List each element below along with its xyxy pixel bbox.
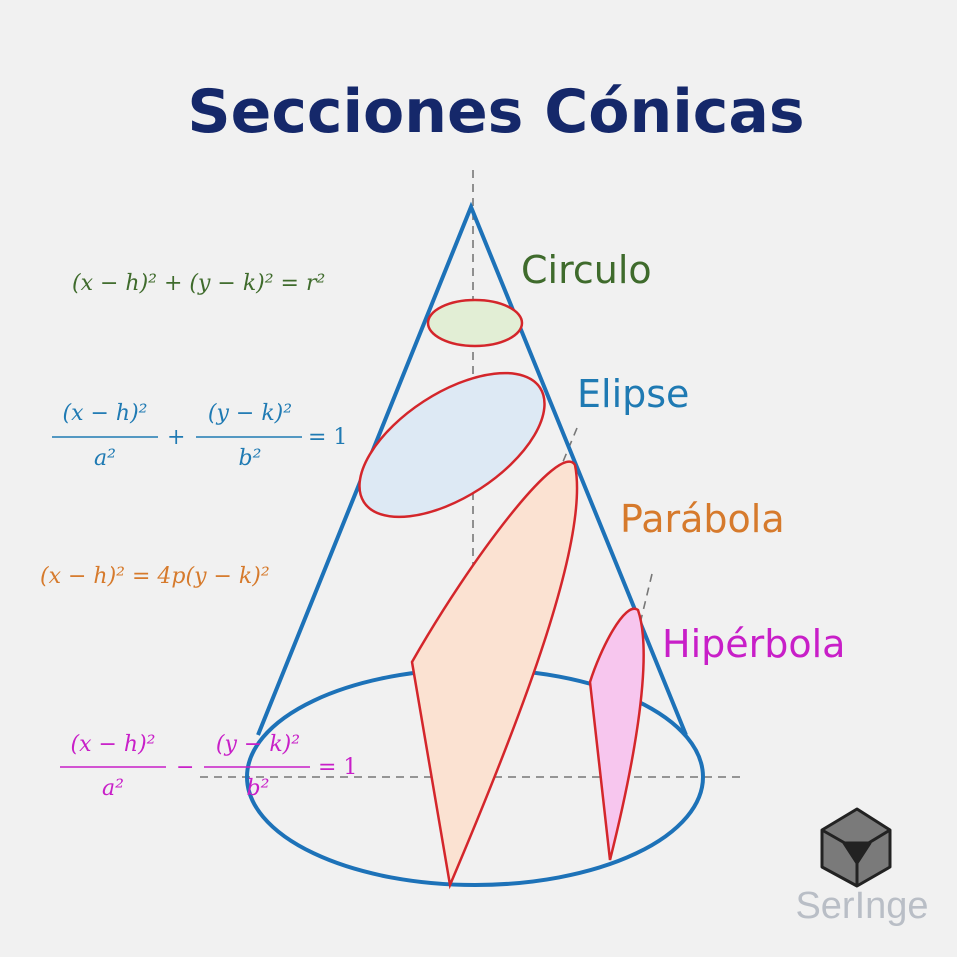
ellipse-denominator-1: a²	[94, 446, 116, 471]
equation-ellipse: (x − h)² a² + (y − k)² b² = 1	[52, 401, 347, 471]
label-circulo: Circulo	[521, 248, 652, 292]
equation-circle: (x − h)² + (y − k)² = r²	[72, 271, 325, 296]
equation-hyperbola: (x − h)² a² − (y − k)² b² = 1	[60, 732, 357, 801]
ellipse-operator: +	[167, 425, 185, 450]
label-parabola: Parábola	[620, 497, 785, 541]
equation-parabola: (x − h)² = 4p(y − k)²	[40, 564, 270, 589]
hyperbola-operator: −	[176, 755, 194, 780]
cone-sides	[256, 201, 688, 736]
ellipse-denominator-2: b²	[239, 446, 262, 471]
ellipse-rhs: = 1	[308, 425, 347, 450]
hyperbola-denominator-1: a²	[102, 776, 124, 801]
page-title: Secciones Cónicas	[187, 77, 804, 147]
hyperbola-section	[588, 607, 645, 861]
hyperbola-denominator-2: b²	[247, 776, 270, 801]
label-elipse: Elipse	[577, 372, 689, 416]
hyperbola-numerator-2: (y − k)²	[216, 732, 300, 757]
ellipse-numerator-1: (x − h)²	[63, 401, 148, 426]
hyperbola-rhs: = 1	[318, 755, 357, 780]
ellipse-section	[358, 371, 546, 519]
brand-logo-text: SerInge	[795, 885, 928, 927]
circle-section	[426, 298, 524, 348]
seringe-cube-logo-icon	[820, 807, 892, 888]
label-hiperbola: Hipérbola	[662, 622, 845, 666]
hyperbola-numerator-1: (x − h)²	[71, 732, 156, 757]
ellipse-numerator-2: (y − k)²	[208, 401, 292, 426]
parabola-section	[410, 460, 579, 890]
